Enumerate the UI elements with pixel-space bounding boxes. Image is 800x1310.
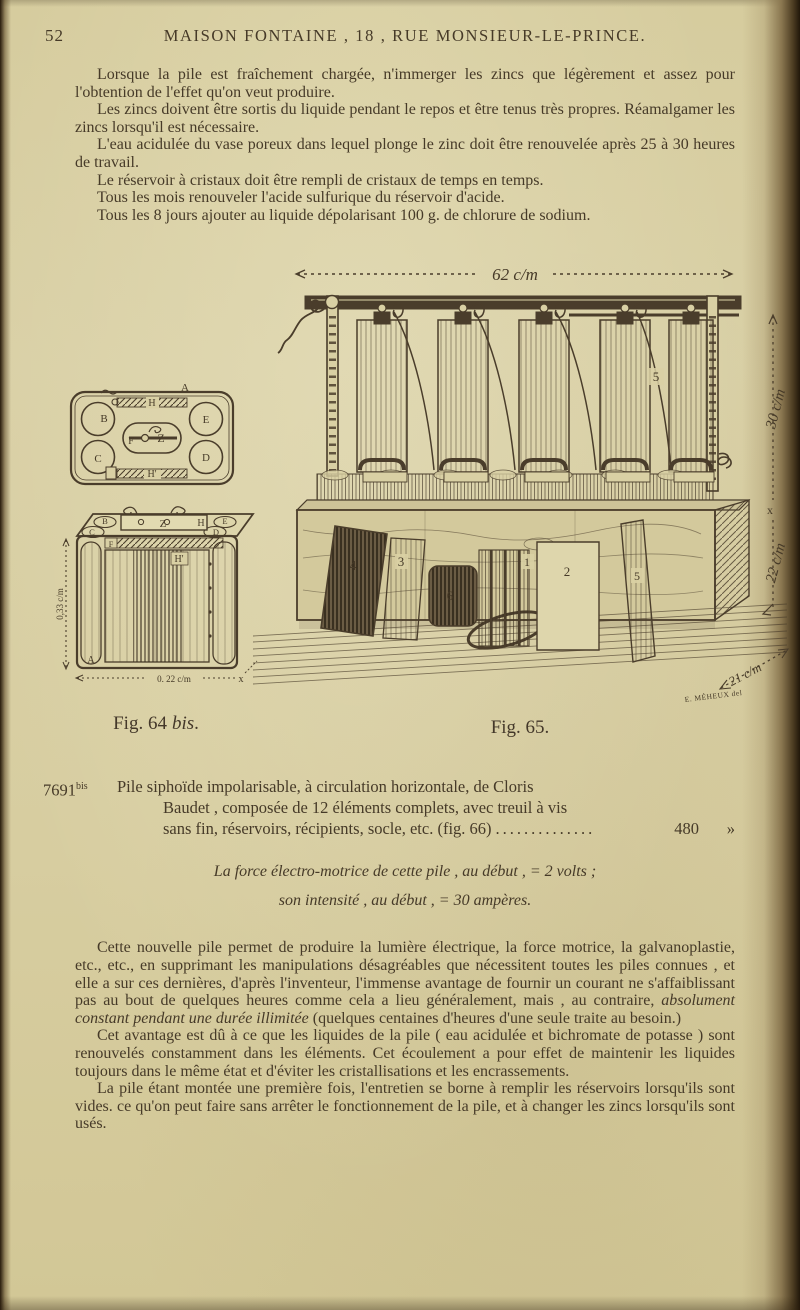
fig64-label-e: E	[203, 414, 210, 426]
body-paragraph: La pile étant montée une première fois, …	[75, 1080, 735, 1133]
fig64-plan-view: B C E D F Z H H' A	[69, 382, 235, 486]
svg-text:21 c/m: 21 c/m	[726, 660, 764, 690]
fig64-label-a: A	[181, 384, 189, 394]
svg-text:30 c/m: 30 c/m	[763, 388, 789, 432]
svg-text:1: 1	[524, 555, 530, 569]
svg-text:3: 3	[398, 554, 405, 569]
intro-paragraph: Le réservoir à cristaux doit être rempli…	[97, 171, 544, 189]
svg-text:0,33 c/m: 0,33 c/m	[55, 589, 65, 621]
item-number-suffix: bis	[76, 781, 88, 793]
fig65-zinc-plates: 5	[356, 302, 714, 474]
svg-text:4: 4	[350, 559, 357, 574]
fig64p-label-a: A	[87, 655, 95, 666]
fig64p-label-c: C	[89, 527, 95, 537]
item-line: Baudet , composée de 12 éléments complet…	[163, 798, 568, 818]
page-edge-left	[0, 0, 11, 1310]
running-title: MAISON FONTAINE , 18 , RUE MONSIEUR-LE-P…	[163, 26, 647, 45]
figures-row: B C E D F Z H H' A	[55, 224, 789, 738]
intro-paragraph: Tous les 8 jours ajouter au liquide dépo…	[97, 206, 591, 224]
fig65-foreground-parts: 4 3 6 1 2	[320, 519, 656, 664]
catalog-item-7691bis: 7691bis Pile siphoïde impolarisable, à c…	[43, 776, 735, 839]
item-line: Pile siphoïde impolarisable, à circulati…	[117, 777, 534, 797]
intro-paragraph: Lorsque la pile est fraîchement chargée,…	[75, 66, 735, 101]
fig64-label-h: H	[148, 398, 155, 409]
description-block: Cette nouvelle pile permet de produire l…	[75, 939, 735, 1133]
engraver-signature: E. MÉHEUX del	[684, 687, 743, 704]
intro-paragraph: Tous les mois renouveler l'acide sulfuri…	[97, 189, 505, 207]
body-paragraph: Cette nouvelle pile permet de produire l…	[75, 939, 735, 1027]
figure-65-drawing: 62 c/m	[252, 265, 789, 704]
figure-64bis: B C E D F Z H H' A	[51, 382, 261, 735]
intro-paragraph: L'eau acidulée du vase poreux dans leque…	[75, 136, 735, 171]
page-gutter-shadow	[742, 0, 800, 1310]
fig64-label-h2: H'	[147, 469, 156, 480]
intro-paragraph: Les zincs doivent être sortis du liquide…	[75, 101, 735, 136]
formula-line: La force électro-motrice de cette pile ,…	[213, 863, 597, 881]
page-edge-bottom	[0, 1296, 800, 1310]
fig64-label-z: Z	[157, 431, 164, 445]
fig64-label-b: B	[100, 413, 107, 425]
item-price: 480	[674, 819, 699, 839]
fig64p-label-h: H	[197, 518, 204, 529]
svg-text:62 c/m: 62 c/m	[492, 265, 538, 284]
page-number: 52	[45, 26, 64, 45]
fig64p-label-z: Z	[160, 518, 167, 530]
fig64p-label-d: D	[213, 527, 219, 537]
fig64p-label-f: F	[109, 540, 114, 549]
leader-dots: ..............	[495, 819, 596, 839]
fig64-label-f: F	[128, 436, 134, 447]
electrical-specs: La force électro-motrice de cette pile ,…	[75, 857, 735, 915]
fig64-perspective-view: H' Z H F B C E D A	[55, 506, 258, 685]
fig65-dim-height: 30 c/m x 22 c/m	[761, 313, 789, 616]
figure-65: 62 c/m	[239, 258, 800, 739]
figure-65-caption: Fig. 65.	[490, 717, 550, 739]
fig64-label-c: C	[94, 453, 101, 465]
svg-text:6: 6	[447, 588, 454, 603]
figure-64bis-drawing: B C E D F Z H H' A	[55, 382, 258, 685]
item-number: 7691bis	[43, 780, 88, 800]
fig65-dim-width: 62 c/m	[294, 265, 734, 284]
svg-text:x: x	[239, 674, 244, 685]
italic-phrase: absolument constant pendant une durée il…	[75, 992, 735, 1027]
fig64-dim-width: 0. 22 c/m x	[74, 661, 258, 685]
page-edge-top	[0, 0, 800, 7]
page-content: 52 MAISON FONTAINE , 18 , RUE MONSIEUR-L…	[43, 24, 789, 1133]
item-line: sans fin, réservoirs, récipients, socle,…	[163, 819, 735, 839]
formula-line: son intensité , au début , = 30 ampères.	[278, 892, 532, 910]
running-header: 52 MAISON FONTAINE , 18 , RUE MONSIEUR-L…	[45, 24, 735, 50]
svg-text:0. 22 c/m: 0. 22 c/m	[157, 674, 191, 684]
fig64-dim-height: 0,33 c/m	[55, 538, 70, 671]
fig64-label-d: D	[202, 452, 210, 464]
svg-text:x: x	[767, 503, 773, 517]
fig64p-label-e: E	[222, 516, 227, 526]
svg-text:2: 2	[564, 564, 571, 579]
body-paragraph: Cet avantage est dû à ce que les liquide…	[75, 1027, 735, 1080]
svg-text:22 c/m: 22 c/m	[763, 542, 789, 585]
fig64p-label-b: B	[102, 516, 108, 526]
fig65-plate-number: 5	[653, 369, 660, 384]
svg-text:5: 5	[634, 569, 640, 583]
fig64p-label-h2: H'	[174, 554, 183, 565]
item-price-unit: »	[726, 819, 735, 839]
